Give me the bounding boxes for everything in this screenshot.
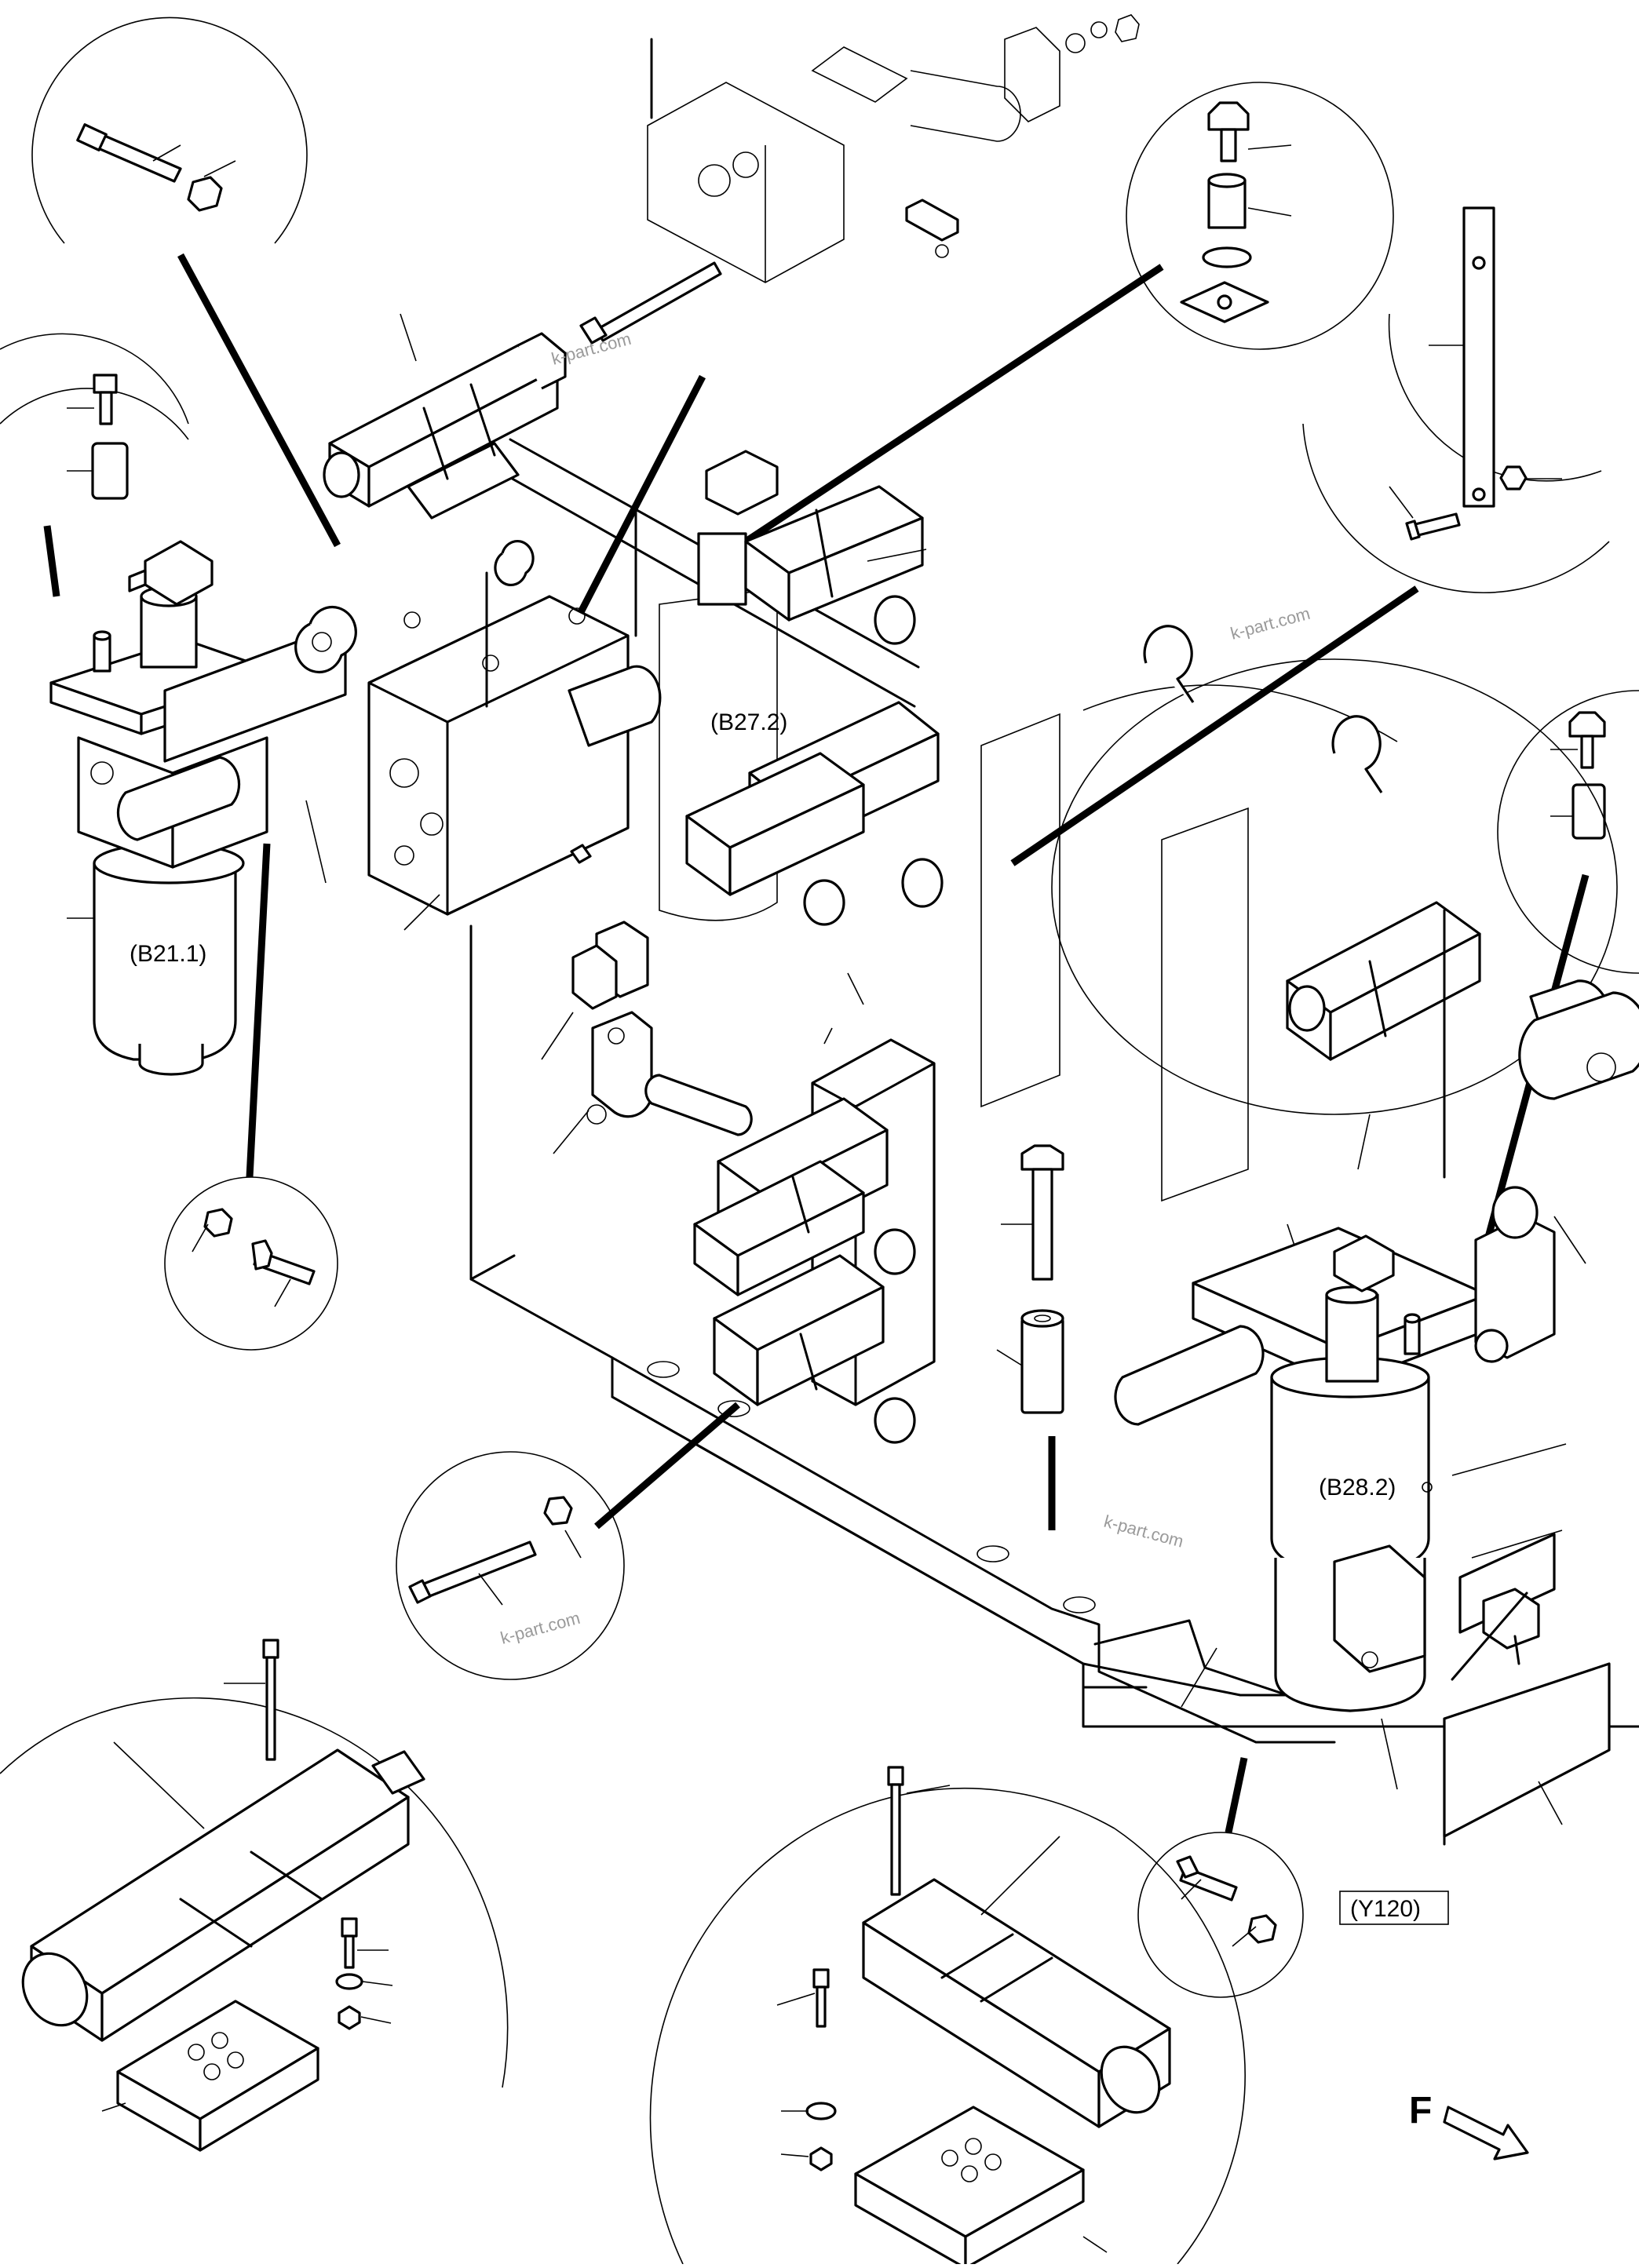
valve-stack-lower: [644, 1027, 936, 1444]
pressure-switch: [541, 921, 653, 1154]
detail-circle-right-bracket: [1302, 206, 1610, 594]
label-y120: (Y120): [1350, 1896, 1421, 1922]
detail-circle-center-bolt: [396, 1451, 625, 1680]
direction-letter: F: [1409, 2090, 1432, 2131]
pump-housing: [980, 625, 1639, 1249]
label-b21-1: (B21.1): [130, 941, 206, 967]
loose-bolt-and-spacer: [996, 1144, 1064, 1414]
label-b27-2: (B27.2): [710, 709, 787, 735]
detail-circle-bottom-right-valve: [649, 1766, 1246, 2268]
long-bolt-center: [579, 261, 722, 345]
watermark: k-part.com: [1102, 1511, 1186, 1552]
filter-b21-1: [49, 540, 357, 1076]
filter-b28-2: [1114, 909, 1586, 1790]
detail-circle-bottom-left-valve: [0, 1639, 509, 2152]
detail-circle-small-left-bolt: [164, 1176, 338, 1351]
detail-circle-top-right-bolt-spacer: [1126, 82, 1394, 350]
detail-circle-small-bottom-bolt: [1137, 1832, 1304, 1998]
main-frame: [469, 924, 1639, 1846]
solenoid-valve-top-right: [744, 485, 927, 645]
watermark: k-part.com: [1228, 603, 1312, 644]
label-b28-2: (B28.2): [1319, 1475, 1396, 1500]
label-y120-box: [1339, 1891, 1449, 1925]
detail-circle-top-left-bolt: [31, 16, 308, 244]
detail-circle-left-bolt-spacer: [0, 333, 189, 500]
central-manifold-block: [367, 438, 920, 931]
direction-arrow: [1443, 2106, 1529, 2160]
watermark: k-part.com: [498, 1608, 582, 1648]
solenoid-valve-top-left: [323, 313, 567, 520]
filter-b27-2: [659, 450, 779, 921]
upper-manifold-block: [647, 14, 1140, 283]
solenoid-valve-mid-pair: [685, 701, 944, 1005]
detail-circle-right-bolt-spacer: [1497, 690, 1639, 974]
